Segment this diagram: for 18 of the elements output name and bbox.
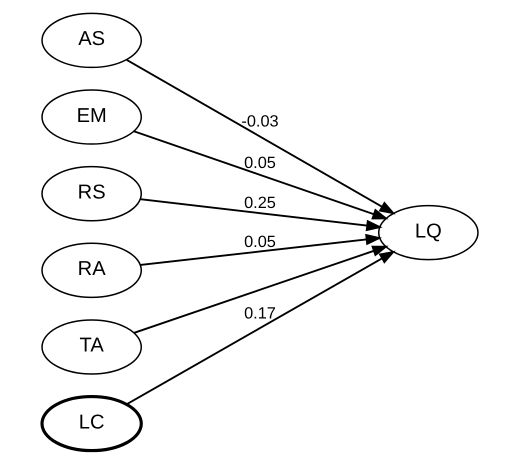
arrow <box>134 246 389 334</box>
node-ellipse: RS <box>41 166 142 222</box>
node-ellipse: LC <box>40 395 143 452</box>
node-ellipse: AS <box>41 12 142 68</box>
arrow <box>140 234 382 266</box>
node-ellipse: RA <box>41 242 142 298</box>
arrow <box>126 250 396 406</box>
node-ellipse: TA <box>41 319 142 375</box>
edge-label: 0.05 <box>244 232 276 251</box>
edge-label: 0.05 <box>244 154 276 172</box>
edge-label: 0.17 <box>244 304 276 323</box>
arrow <box>134 130 389 220</box>
arrow <box>140 198 383 232</box>
edge-label: -0.03 <box>241 112 279 130</box>
arrow <box>126 59 396 215</box>
edge-label: 0.25 <box>244 194 276 212</box>
node-ellipse: EM <box>41 89 142 145</box>
node-ellipse: LQ <box>378 204 479 260</box>
